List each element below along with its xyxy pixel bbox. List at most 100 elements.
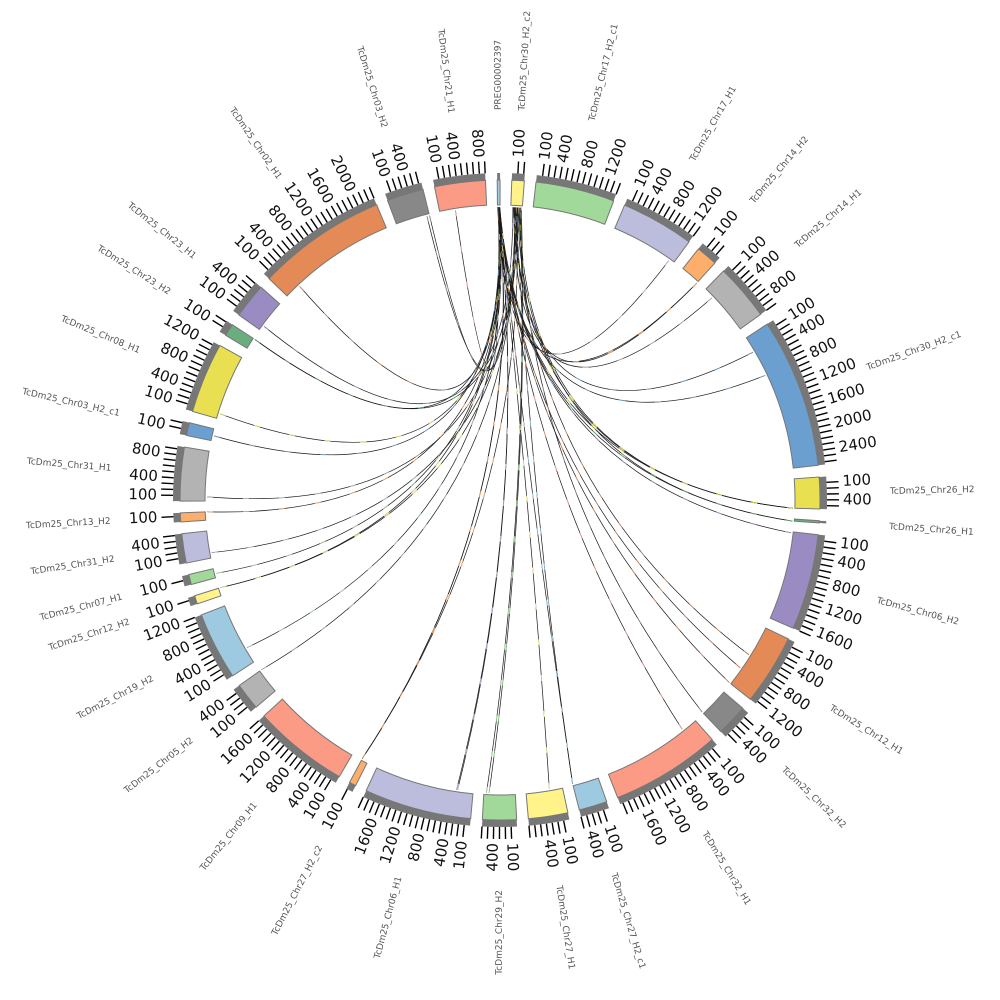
tick-mark bbox=[206, 664, 218, 672]
tick-mark bbox=[593, 175, 599, 188]
tick-mark bbox=[266, 736, 276, 747]
segment-name-label: TcDm25_Chr12_H1 bbox=[827, 703, 905, 757]
tick-mark bbox=[731, 729, 742, 740]
segment-bar bbox=[433, 179, 488, 212]
tick-mark bbox=[165, 552, 178, 556]
segment-name-label: TcDm25_Chr09_H1 bbox=[198, 801, 260, 874]
tick-mark bbox=[783, 662, 795, 670]
tick-mark bbox=[477, 161, 481, 174]
segment-bar bbox=[188, 568, 217, 586]
tick-mark bbox=[281, 240, 291, 251]
tick-mark bbox=[609, 180, 616, 193]
tick-mark bbox=[414, 171, 420, 184]
tick-mark bbox=[736, 265, 746, 275]
tick-mark bbox=[192, 638, 205, 645]
segment-name-label: TcDm25_Chr06_H1 bbox=[373, 876, 405, 961]
tick-label: 400 bbox=[430, 837, 452, 868]
tick-mark bbox=[237, 706, 248, 716]
tick-mark bbox=[627, 800, 634, 813]
tick-mark bbox=[480, 826, 483, 839]
tick-mark bbox=[162, 470, 175, 473]
segment-bar bbox=[194, 587, 222, 605]
tick-mark bbox=[698, 759, 707, 770]
tick-mark bbox=[320, 211, 328, 223]
segment-name-label: TcDm25_Chr26_H1 bbox=[888, 522, 974, 538]
tick-mark bbox=[534, 825, 537, 838]
tick-mark bbox=[821, 435, 834, 440]
tick-mark bbox=[459, 163, 463, 176]
tick-mark bbox=[586, 815, 591, 828]
link-ribbon bbox=[361, 207, 518, 759]
tick-mark bbox=[295, 228, 304, 240]
tick-mark bbox=[241, 279, 252, 289]
link-ribbon-color bbox=[455, 206, 500, 370]
tick-mark bbox=[815, 412, 828, 417]
segment-axis-band bbox=[433, 173, 486, 187]
link-ribbon-color bbox=[254, 206, 500, 409]
tick-mark bbox=[432, 820, 437, 833]
tick-mark bbox=[702, 755, 712, 766]
tick-mark bbox=[414, 816, 419, 829]
link-ribbon-color bbox=[429, 206, 500, 371]
tick-mark bbox=[444, 822, 448, 835]
tick-mark bbox=[517, 161, 520, 174]
tick-mark bbox=[201, 338, 213, 346]
link-ribbon bbox=[246, 206, 502, 648]
tick-mark bbox=[683, 219, 691, 230]
tick-mark bbox=[163, 540, 176, 544]
tick-label: 800 bbox=[468, 129, 488, 159]
tick-mark bbox=[779, 323, 790, 331]
tick-mark bbox=[310, 218, 319, 230]
tick-mark bbox=[824, 459, 837, 463]
tick-mark bbox=[270, 740, 280, 751]
tick-mark bbox=[198, 648, 210, 656]
tick-mark bbox=[780, 667, 792, 675]
tick-mark bbox=[784, 333, 797, 341]
tick-mark bbox=[203, 659, 216, 667]
tick-label: 400 bbox=[554, 133, 577, 164]
tick-mark bbox=[385, 180, 392, 193]
tick-mark bbox=[275, 744, 285, 755]
tick-mark bbox=[438, 821, 442, 834]
tick-mark bbox=[374, 803, 381, 816]
tick-mark bbox=[462, 824, 465, 838]
link-ribbon-color bbox=[216, 206, 501, 574]
segment-axis-band bbox=[624, 198, 694, 242]
segment-preg00002397: PREG00002397 bbox=[494, 40, 504, 206]
tick-label: 100 bbox=[422, 133, 445, 165]
segment-name-label: TcDm25_Chr27_H2_c1 bbox=[608, 871, 647, 970]
link-ribbon bbox=[519, 207, 793, 509]
segment-axis-band bbox=[511, 173, 525, 181]
tick-mark bbox=[743, 716, 754, 726]
tick-mark bbox=[245, 274, 256, 284]
segment-bar bbox=[386, 188, 430, 225]
tick-mark bbox=[788, 651, 801, 659]
tick-label: 800 bbox=[578, 138, 603, 170]
tick-mark bbox=[163, 458, 176, 462]
tick-mark bbox=[801, 625, 814, 631]
tick-mark bbox=[541, 163, 545, 176]
link-ribbon-color bbox=[426, 207, 517, 372]
tick-mark bbox=[341, 199, 349, 212]
tick-mark bbox=[315, 215, 323, 226]
segment-name-label: TcDm25_Chr02_H1 bbox=[226, 105, 283, 181]
tick-label: 2400 bbox=[838, 432, 878, 456]
segment-bar bbox=[185, 422, 215, 442]
segment-axis-band bbox=[819, 476, 828, 510]
tick-mark bbox=[755, 288, 766, 297]
tick-mark bbox=[229, 697, 241, 706]
tick-mark bbox=[803, 619, 816, 626]
tick-mark bbox=[213, 674, 225, 682]
tick-label: 2000 bbox=[832, 406, 873, 432]
link-ribbon bbox=[518, 207, 703, 713]
tick-mark bbox=[647, 197, 655, 209]
tick-mark bbox=[822, 441, 835, 445]
tick-mark bbox=[170, 419, 183, 424]
tick-label: 100 bbox=[558, 835, 581, 867]
tick-mark bbox=[739, 721, 750, 731]
segment-name-label: TcDm25_Chr30_H2_c1 bbox=[865, 330, 963, 374]
segment-bar bbox=[268, 204, 387, 297]
link-ribbon bbox=[497, 206, 698, 362]
